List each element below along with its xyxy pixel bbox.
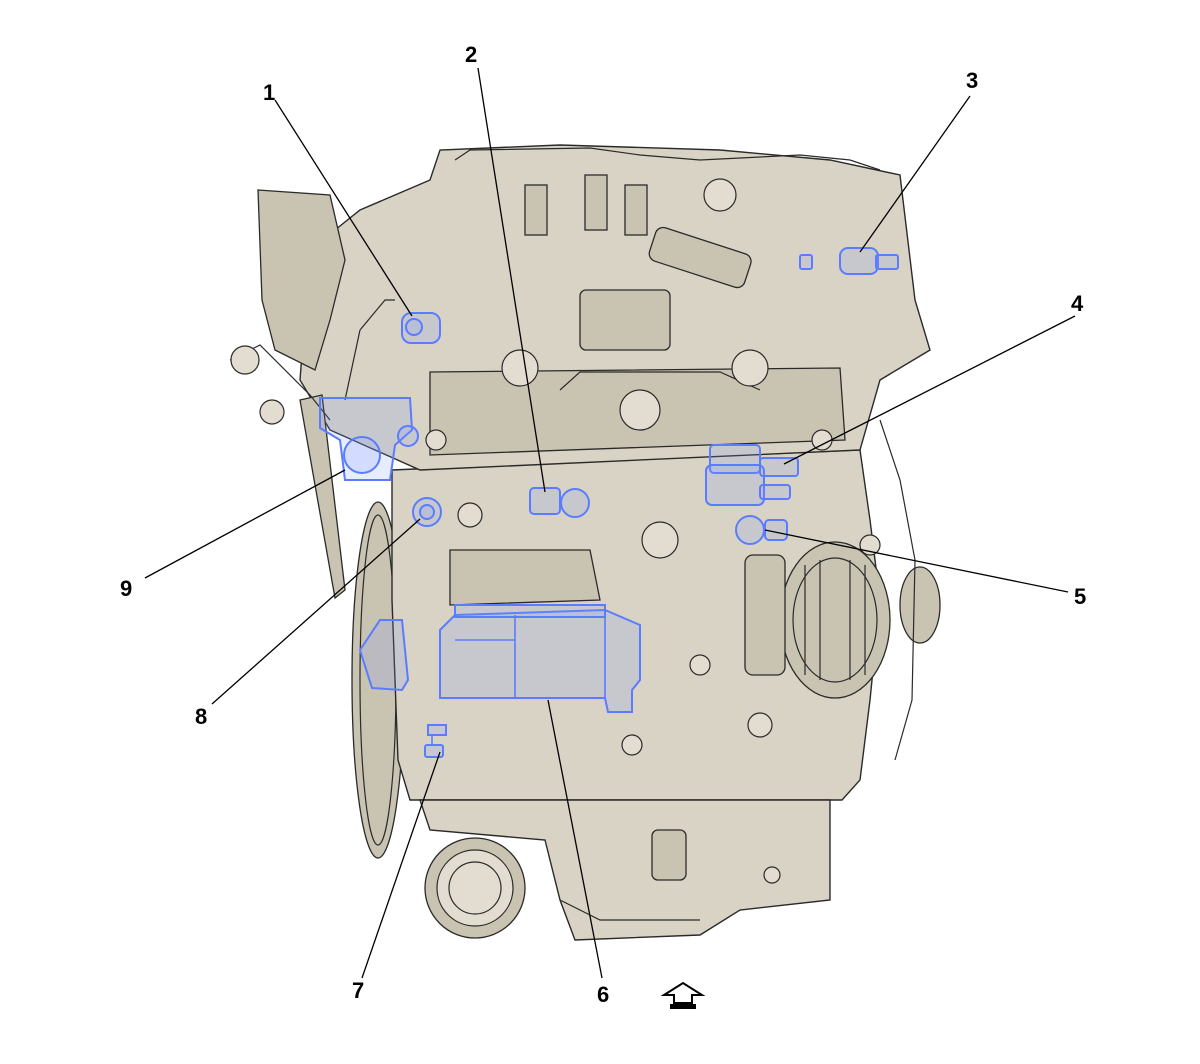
callout-labels: 1 2 3 4 5 6 7 8 9 — [120, 42, 1086, 1007]
callout-9: 9 — [120, 576, 132, 601]
highlighted-components — [319, 247, 899, 758]
leader-lines — [144, 67, 1076, 979]
callout-3: 3 — [966, 68, 978, 93]
callout-1: 1 — [263, 80, 275, 105]
timing-cover — [257, 189, 346, 371]
callout-4: 4 — [1071, 291, 1084, 316]
callout-7: 7 — [352, 978, 364, 1003]
alternator — [779, 541, 891, 699]
component-2-sensor — [529, 487, 590, 518]
callout-5: 5 — [1074, 584, 1086, 609]
arrow-up-icon — [660, 981, 706, 1009]
component-7-connector — [424, 724, 447, 758]
engine-illustration — [229, 144, 941, 941]
engine-block — [391, 449, 881, 801]
callout-8: 8 — [195, 704, 207, 729]
component-1-sensor — [401, 312, 441, 344]
oil-pan — [419, 799, 831, 941]
component-4-solenoid — [705, 444, 799, 506]
component-6-starter — [439, 604, 641, 713]
component-3-connector — [799, 247, 899, 275]
callout-6: 6 — [597, 982, 609, 1007]
callout-2: 2 — [465, 42, 477, 67]
component-5-sensor — [735, 515, 788, 545]
component-9-housing — [319, 397, 419, 481]
